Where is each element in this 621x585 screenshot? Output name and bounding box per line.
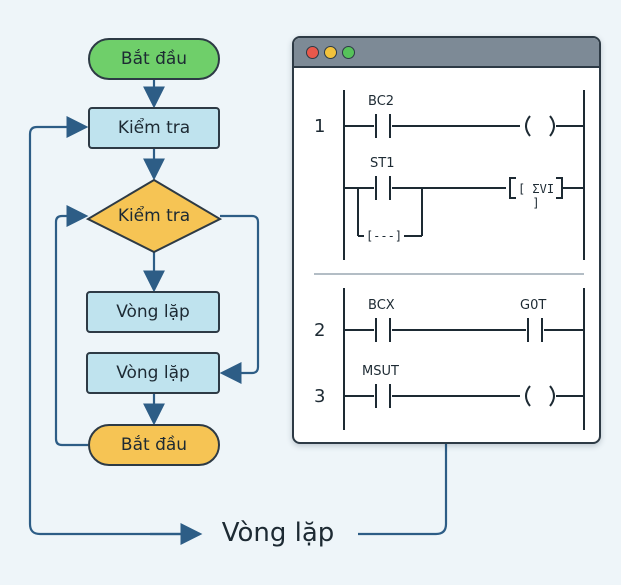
minimize-dot-icon[interactable] [324, 46, 337, 59]
check-label: Kiểm tra [117, 118, 191, 138]
loop-box-2-label: Vòng lặp [116, 363, 190, 383]
window-titlebar [294, 38, 599, 68]
rung1-coil-right [549, 115, 555, 137]
loop-box-1: Vòng lặp [86, 291, 220, 333]
st1-block-right [556, 177, 563, 199]
end-label: Bắt đầu [120, 435, 188, 455]
rung3-coil-left [525, 385, 531, 407]
maximize-dot-icon[interactable] [342, 46, 355, 59]
contact-label-g0t: G0T [520, 298, 547, 313]
rung1-coil-left [525, 115, 531, 137]
close-dot-icon[interactable] [306, 46, 319, 59]
contact-label-bc2: BC2 [368, 94, 395, 109]
rung-number-1: 1 [314, 116, 326, 137]
decision-diamond [85, 178, 223, 254]
function-block-text: [ ΣVI ] [517, 182, 555, 210]
rung-number-3: 3 [314, 386, 326, 407]
arrow-outer-loop-left [28, 116, 200, 536]
loop-box-1-label: Vòng lặp [116, 302, 190, 322]
rung3-coil-right [549, 385, 555, 407]
check-process-box: Kiểm tra [88, 107, 220, 149]
contact-label-msut: MSUT [362, 364, 399, 379]
start-node: Bắt đầu [88, 38, 220, 80]
contact-label-st1: ST1 [370, 156, 395, 171]
arrow-end-to-decision [54, 205, 89, 447]
start-label: Bắt đầu [120, 49, 188, 69]
st1-block-left [509, 177, 516, 199]
decision-label: Kiểm tra [117, 206, 191, 226]
contact-label-bcx: BCX [368, 298, 395, 313]
branch-block-text: [---] [365, 229, 403, 243]
end-node: Bắt đầu [88, 424, 220, 466]
arrow-decision-to-loop2 [219, 214, 260, 384]
ladder-window: 1 2 3 BC2 ST1 BCX G0T MSUT [ ΣVI ] [---] [292, 36, 601, 444]
loop-box-2: Vòng lặp [86, 352, 220, 394]
ladder-diagram [314, 90, 585, 430]
bottom-loop-label: Vòng lặp [203, 518, 353, 554]
arrow-outer-loop-right [358, 444, 448, 536]
rung-number-2: 2 [314, 320, 326, 341]
